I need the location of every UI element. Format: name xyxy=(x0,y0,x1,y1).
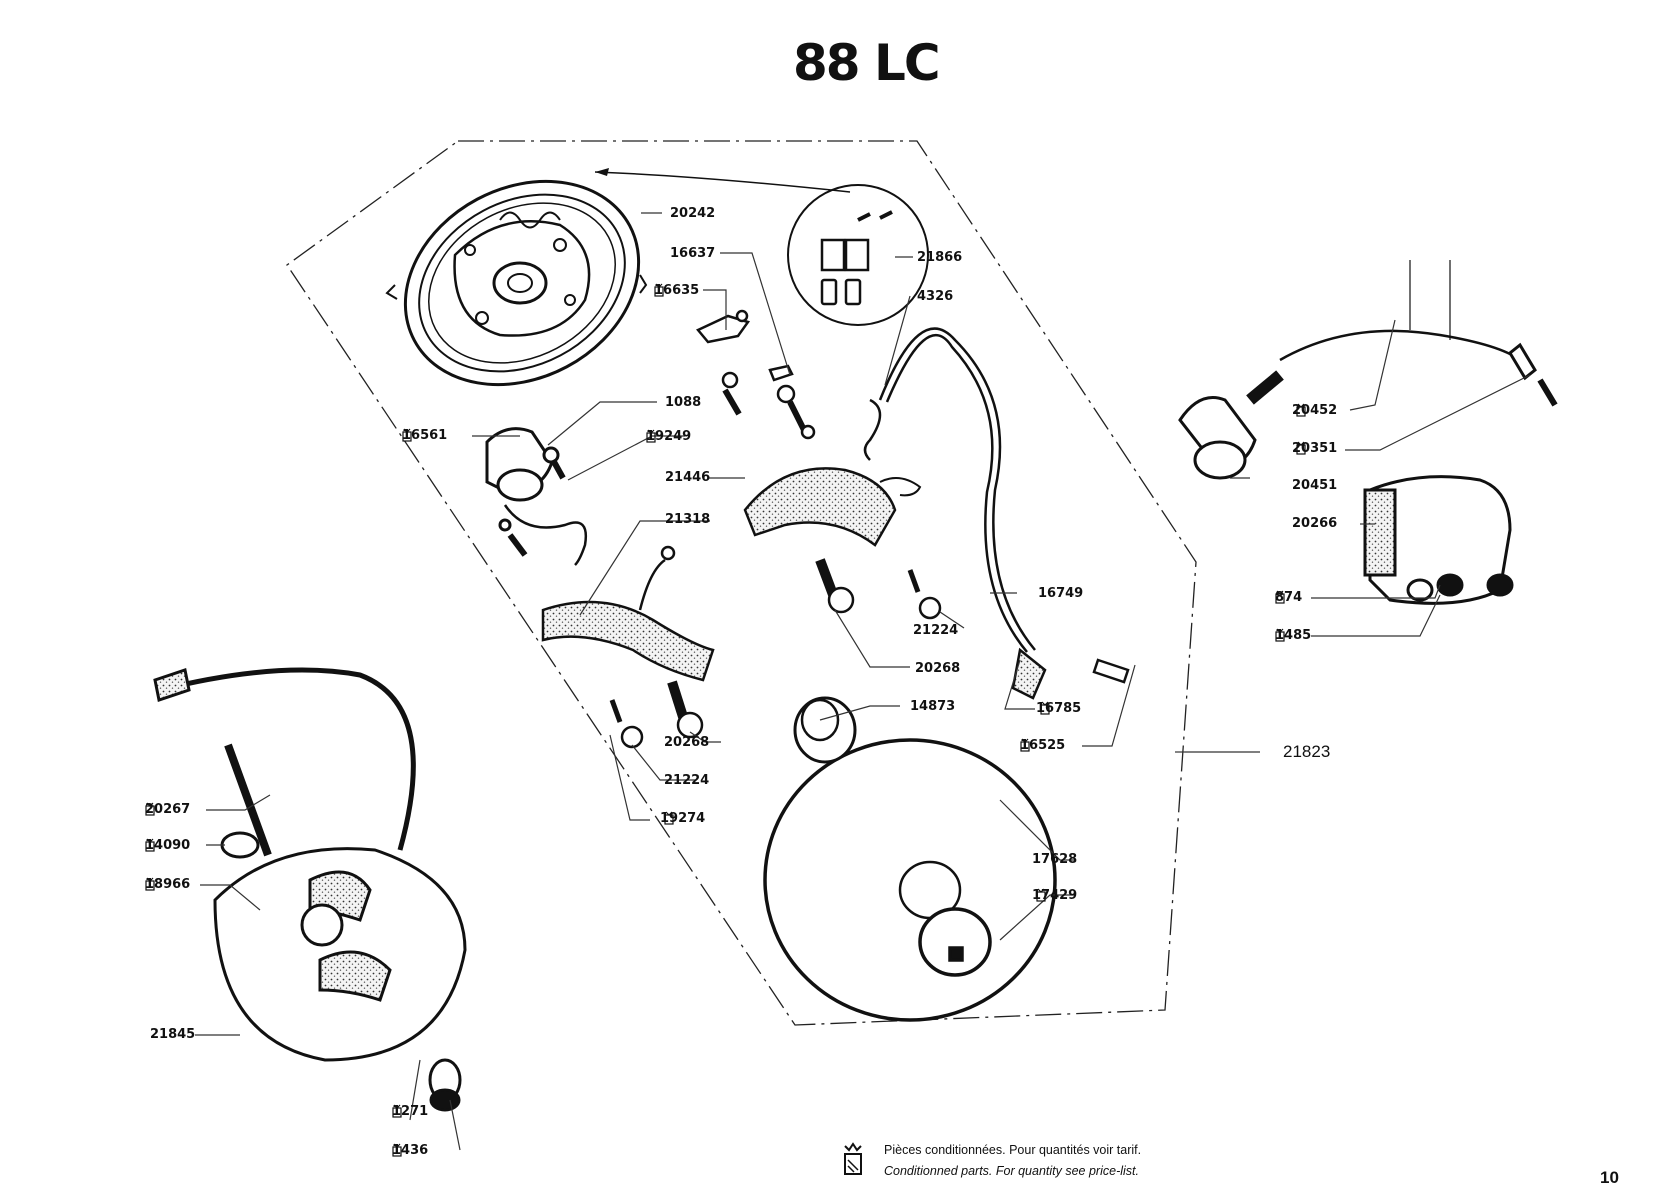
leader-lines xyxy=(195,212,1531,1151)
ignition-coil-stator-illustration xyxy=(541,545,715,682)
part-label: 16637 xyxy=(670,246,716,261)
part-label: 4326 xyxy=(917,289,954,304)
part-label: 1485 xyxy=(1275,628,1312,643)
part-label: 17628 xyxy=(1032,852,1078,867)
part-label: 16561 xyxy=(402,428,448,443)
packaged-part-icon xyxy=(402,428,412,442)
part-label: 16785 xyxy=(1036,701,1082,716)
part-label: 14090 xyxy=(145,838,191,853)
part-label: 20268 xyxy=(664,735,710,750)
bolts-illustration xyxy=(609,558,942,749)
part-label: 20267 xyxy=(145,802,191,817)
packaged-part-icon xyxy=(145,838,155,852)
packaged-part-icon xyxy=(646,429,656,443)
flywheel-rotor-illustration xyxy=(763,696,1057,1022)
packaged-part-icon xyxy=(1275,628,1285,642)
part-label: 21446 xyxy=(665,470,711,485)
part-label: 14873 xyxy=(910,699,956,714)
lighting-coil-illustration xyxy=(743,467,922,547)
packaged-part-icon xyxy=(1020,738,1030,752)
packaged-part-icon xyxy=(1036,888,1046,902)
spark-plug-cap-illustration xyxy=(1178,260,1558,480)
packaged-part-icon xyxy=(654,283,664,297)
contact-breaker-illustration xyxy=(696,309,816,440)
packaged-part-icon xyxy=(1296,403,1306,417)
part-label: 17429 xyxy=(1032,888,1078,903)
part-label: 21866 xyxy=(917,250,963,265)
ignition-hv-coil-illustration xyxy=(1363,475,1514,605)
packaged-part-icon xyxy=(145,877,155,891)
part-label: 20351 xyxy=(1292,441,1338,456)
packaged-part-icon xyxy=(392,1104,402,1118)
part-label: 21224 xyxy=(913,623,959,638)
part-label: 21224 xyxy=(664,773,710,788)
part-label: 1436 xyxy=(392,1143,429,1158)
packaged-part-icon xyxy=(1040,701,1050,715)
part-label: 16635 xyxy=(654,283,700,298)
part-label: 1088 xyxy=(665,395,702,410)
assembly-boundary xyxy=(286,140,1197,1026)
packaged-part-icon xyxy=(1275,590,1285,604)
part-label: 21823 xyxy=(1283,742,1331,761)
part-label: 16749 xyxy=(1038,586,1084,601)
legend-text-en: Conditionned parts. For quantity see pri… xyxy=(884,1164,1139,1178)
packaged-part-icon xyxy=(1296,441,1306,455)
part-label: 18966 xyxy=(145,877,191,892)
legend-text-fr: Pièces conditionnées. Pour quantités voi… xyxy=(884,1143,1142,1157)
part-label: 20242 xyxy=(670,206,716,221)
part-label: 19274 xyxy=(660,811,706,826)
connector-detail-inset-illustration xyxy=(787,184,929,326)
part-label: 19249 xyxy=(646,429,692,444)
part-label: 20268 xyxy=(915,661,961,676)
part-label: 1271 xyxy=(392,1104,429,1119)
condenser-illustration xyxy=(485,427,588,566)
page-title: 88 LC xyxy=(793,34,941,92)
part-label: 16525 xyxy=(1020,738,1066,753)
conditioned-parts-pack-icon xyxy=(844,1142,862,1175)
part-label: 20451 xyxy=(1292,478,1338,493)
part-label: 874 xyxy=(1275,590,1303,605)
part-label: 21318 xyxy=(665,512,711,527)
stator-backplate-illustration xyxy=(385,179,648,387)
part-label: 21845 xyxy=(150,1027,196,1042)
page-number: 10 xyxy=(1600,1168,1619,1187)
part-label: 20452 xyxy=(1292,403,1338,418)
packaged-part-icon xyxy=(392,1143,402,1157)
hv-lead-illustration xyxy=(863,327,1130,700)
part-label: 20266 xyxy=(1292,516,1338,531)
packaged-part-icon xyxy=(664,811,674,825)
stator-assembly-illustration xyxy=(153,667,467,1112)
packaged-part-icon xyxy=(145,802,155,816)
